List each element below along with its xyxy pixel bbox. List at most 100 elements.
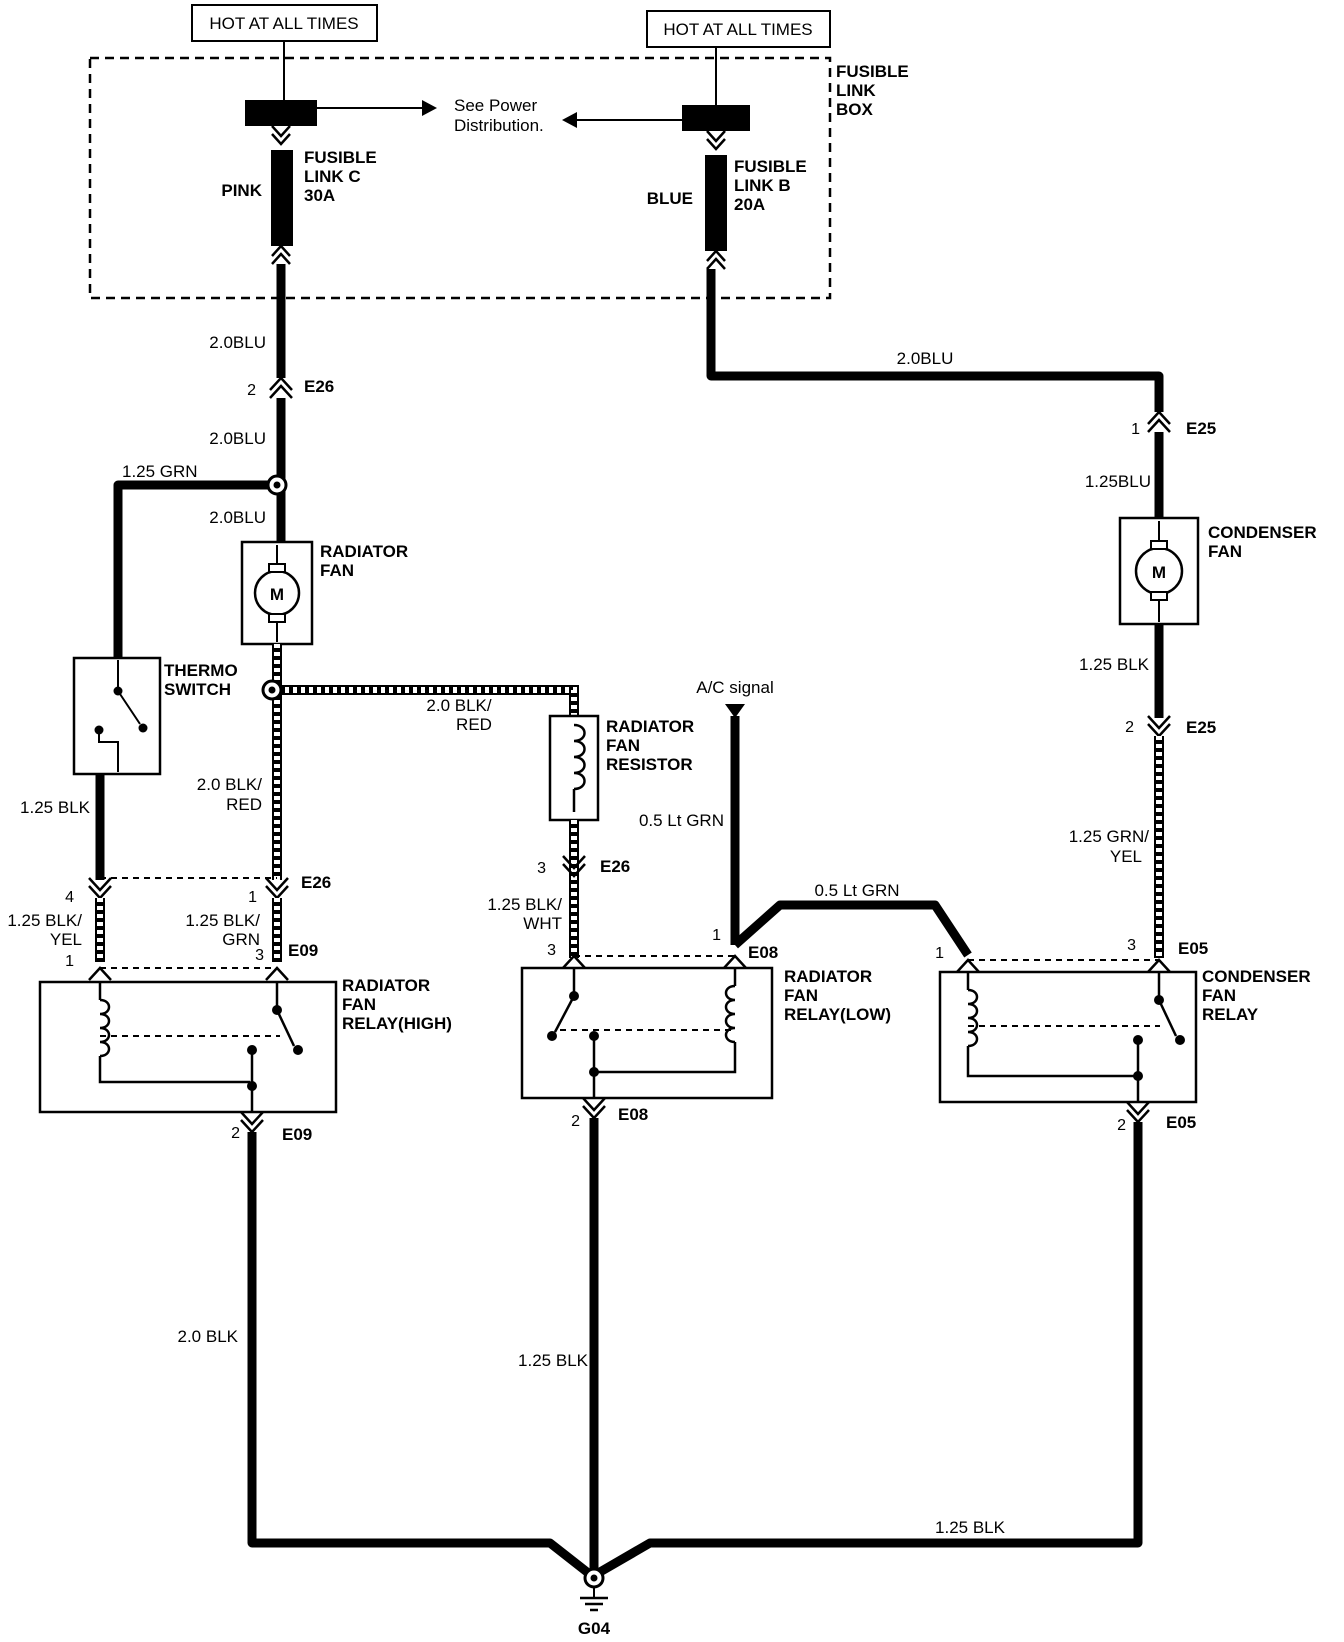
svg-text:HOT AT ALL TIMES: HOT AT ALL TIMES: [209, 14, 358, 33]
wire-label-125grn: 1.25 GRN: [122, 462, 198, 481]
wire-label-125blk-mid: 1.25 BLK: [518, 1351, 589, 1370]
connector-e26-mid: E26: [301, 873, 331, 892]
fusible-link-c-label: FUSIBLE LINK C 30A PINK: [221, 148, 376, 205]
wire-label-2blu-b: 2.0BLU: [209, 429, 266, 448]
fusible-link-box-label: FUSIBLE LINK BOX: [836, 62, 909, 119]
radiator-fan-relay-high: [38, 966, 338, 1126]
wire-label-125blu: 1.25BLU: [1085, 472, 1151, 491]
radiator-fan-motor: M: [240, 540, 314, 646]
svg-text:RELAY(HIGH): RELAY(HIGH): [342, 1014, 452, 1033]
see-power-distribution: See Power Distribution.: [454, 96, 544, 135]
svg-text:FAN: FAN: [784, 986, 818, 1005]
svg-text:1.25 GRN/: 1.25 GRN/: [1069, 827, 1150, 846]
wire-label-2blk: 2.0 BLK: [178, 1327, 239, 1346]
wire-label-2blkred-a: 2.0 BLK/ RED: [426, 696, 492, 734]
wire-label-125blkyel: 1.25 BLK/ YEL: [7, 911, 82, 949]
svg-text:RELAY: RELAY: [1202, 1005, 1259, 1024]
connector-e09-top: E09: [288, 941, 318, 960]
wire-label-05ltgrn-b: 0.5 Lt GRN: [814, 881, 899, 900]
radiator-fan-resistor: [548, 714, 600, 822]
svg-text:RADIATOR: RADIATOR: [342, 976, 430, 995]
condenser-fan-motor: M: [1118, 516, 1200, 626]
condenser-fan-relay-label: CONDENSER FAN RELAY: [1202, 967, 1311, 1024]
svg-text:2.0 BLK/: 2.0 BLK/: [197, 775, 262, 794]
thermo-switch: [72, 656, 162, 776]
svg-text:RED: RED: [456, 715, 492, 734]
svg-text:RADIATOR: RADIATOR: [606, 717, 694, 736]
svg-text:LINK C: LINK C: [304, 167, 361, 186]
svg-text:2: 2: [1125, 719, 1134, 736]
connector-e25-bottom: E25: [1186, 718, 1216, 737]
wire-label-125blk-thermo: 1.25 BLK: [20, 798, 91, 817]
svg-text:BOX: BOX: [836, 100, 874, 119]
connector-e08-top: E08: [748, 943, 778, 962]
svg-text:3: 3: [255, 947, 264, 964]
svg-text:RADIATOR: RADIATOR: [784, 967, 872, 986]
wire-label-2blkred-b: 2.0 BLK/ RED: [197, 775, 262, 814]
svg-text:FAN: FAN: [342, 995, 376, 1014]
svg-text:20A: 20A: [734, 195, 765, 214]
svg-text:RED: RED: [226, 795, 262, 814]
connector-e26-top: E26: [304, 377, 334, 396]
svg-text:YEL: YEL: [1110, 847, 1142, 866]
radiator-fan-label: RADIATOR FAN: [320, 542, 408, 580]
radiator-fan-resistor-label: RADIATOR FAN RESISTOR: [606, 717, 694, 774]
svg-text:3: 3: [1127, 937, 1136, 954]
svg-text:1.25 BLK/: 1.25 BLK/: [185, 911, 260, 930]
bus-bar-b: [682, 105, 750, 131]
svg-text:1: 1: [935, 945, 944, 962]
svg-text:WHT: WHT: [523, 914, 562, 933]
svg-text:2: 2: [231, 1125, 240, 1142]
svg-text:RESISTOR: RESISTOR: [606, 755, 693, 774]
svg-text:FUSIBLE: FUSIBLE: [734, 157, 807, 176]
wire-label-2blu-a: 2.0BLU: [209, 333, 266, 352]
svg-text:CONDENSER: CONDENSER: [1202, 967, 1311, 986]
ac-signal-label: A/C signal: [696, 678, 773, 697]
svg-text:M: M: [1152, 563, 1166, 582]
svg-text:2: 2: [571, 1113, 580, 1130]
svg-text:1.25 BLK/: 1.25 BLK/: [7, 911, 82, 930]
svg-text:THERMO: THERMO: [164, 661, 238, 680]
condenser-fan-label: CONDENSER FAN: [1208, 523, 1317, 561]
svg-text:CONDENSER: CONDENSER: [1208, 523, 1317, 542]
ac-signal-arrow: [725, 704, 745, 718]
svg-text:YEL: YEL: [50, 930, 82, 949]
fusible-link-c: [271, 150, 293, 246]
radiator-fan-relay-low: [520, 954, 774, 1120]
wire-label-05ltgrn-a: 0.5 Lt GRN: [639, 811, 724, 830]
wire-label-2blu-c: 2.0BLU: [209, 508, 266, 527]
wire-label-2blu-d: 2.0BLU: [897, 349, 954, 368]
relay-low-label: RADIATOR FAN RELAY(LOW): [784, 967, 891, 1024]
svg-text:RADIATOR: RADIATOR: [320, 542, 408, 561]
svg-text:1: 1: [248, 889, 257, 906]
svg-text:GRN: GRN: [222, 930, 260, 949]
svg-text:FUSIBLE: FUSIBLE: [836, 62, 909, 81]
svg-text:HOT AT ALL TIMES: HOT AT ALL TIMES: [663, 20, 812, 39]
svg-text:FAN: FAN: [1202, 986, 1236, 1005]
svg-text:FAN: FAN: [1208, 542, 1242, 561]
connector-e09-bottom: E09: [282, 1125, 312, 1144]
bus-bar-c: [245, 100, 317, 126]
ground-g04: [580, 1567, 608, 1612]
fusible-link-b: [705, 155, 727, 251]
connector-e05-top: E05: [1178, 939, 1208, 958]
svg-text:Distribution.: Distribution.: [454, 116, 544, 135]
relay-high-label: RADIATOR FAN RELAY(HIGH): [342, 976, 452, 1033]
wire-label-125grnyel: 1.25 GRN/ YEL: [1069, 827, 1150, 866]
svg-text:SWITCH: SWITCH: [164, 680, 231, 699]
svg-text:LINK B: LINK B: [734, 176, 791, 195]
connector-e08-bottom: E08: [618, 1105, 648, 1124]
svg-text:BLUE: BLUE: [647, 189, 693, 208]
connector-e25-top: E25: [1186, 419, 1216, 438]
svg-text:M: M: [270, 585, 284, 604]
svg-text:4: 4: [65, 889, 74, 906]
svg-text:2: 2: [247, 382, 256, 399]
connector-e26-resistor: E26: [600, 857, 630, 876]
svg-text:3: 3: [537, 860, 546, 877]
svg-text:PINK: PINK: [221, 181, 262, 200]
svg-text:3: 3: [547, 942, 556, 959]
svg-text:RELAY(LOW): RELAY(LOW): [784, 1005, 891, 1024]
svg-text:1: 1: [712, 927, 721, 944]
svg-text:FAN: FAN: [606, 736, 640, 755]
ground-label: G04: [578, 1619, 611, 1638]
